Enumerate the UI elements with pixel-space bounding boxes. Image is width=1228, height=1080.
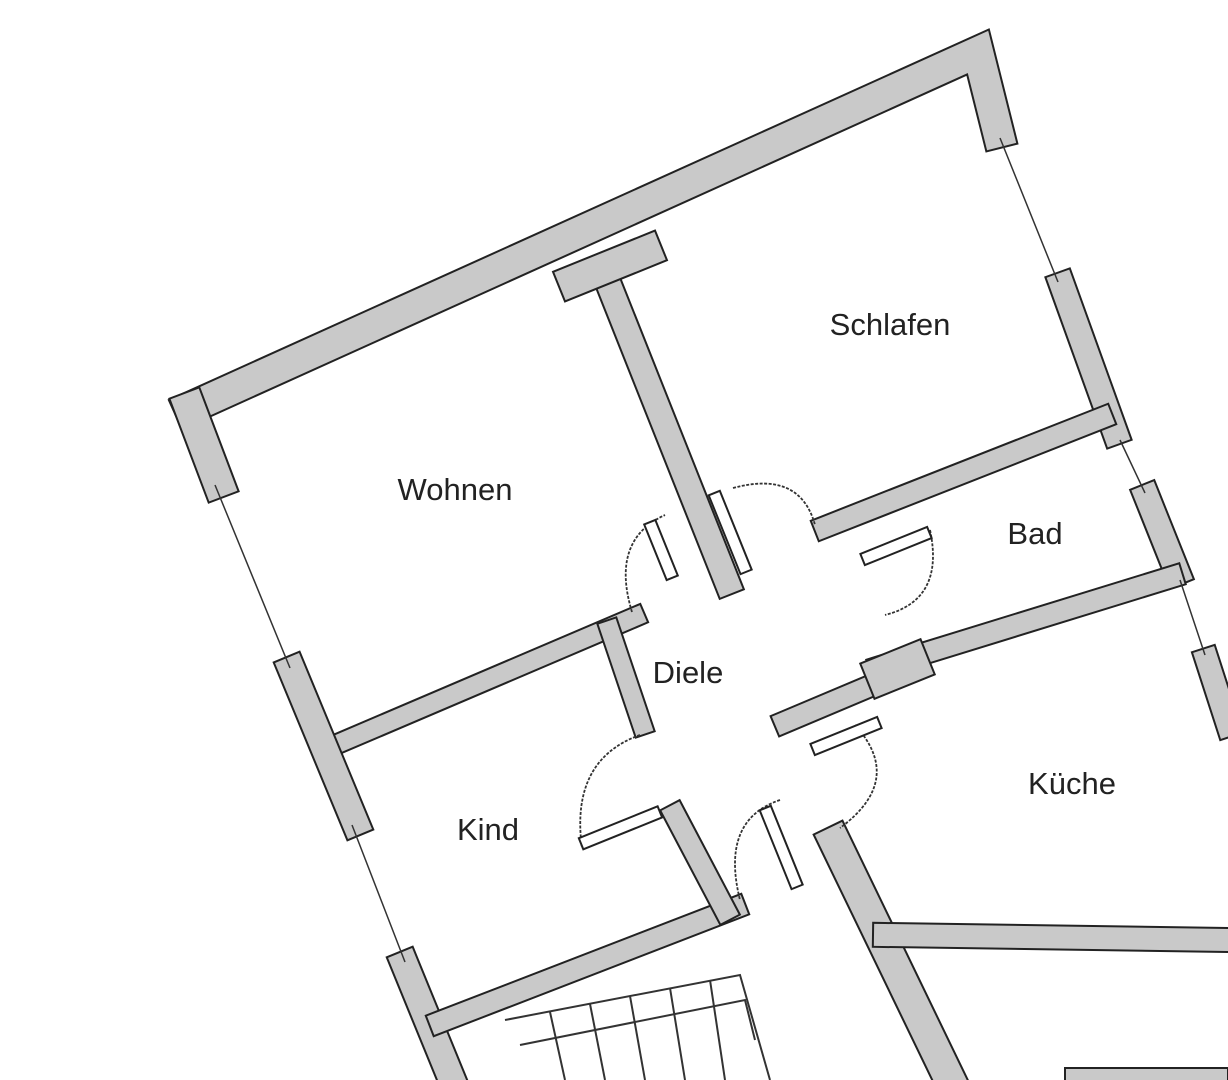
wall bbox=[867, 564, 1185, 680]
label-diele: Diele bbox=[653, 655, 724, 690]
wall bbox=[1193, 646, 1228, 739]
wall bbox=[814, 821, 967, 1080]
door-schlafen bbox=[732, 482, 816, 526]
wall bbox=[598, 618, 654, 737]
windows bbox=[214, 137, 1206, 963]
window-kind bbox=[351, 824, 406, 963]
wall bbox=[873, 923, 1228, 952]
room-labels: Schlafen Wohnen Bad Diele Kind Küche bbox=[398, 307, 1116, 847]
wall bbox=[771, 668, 894, 736]
window-kueche bbox=[1179, 579, 1206, 656]
walls bbox=[167, 28, 1228, 1080]
door-kind bbox=[579, 734, 641, 849]
wall bbox=[170, 30, 1017, 428]
wall bbox=[812, 405, 1115, 540]
door-leaves bbox=[577, 489, 933, 891]
stairs bbox=[504, 973, 1228, 1080]
label-bad: Bad bbox=[1007, 516, 1062, 551]
window-schlafen bbox=[999, 137, 1059, 283]
door-entrance bbox=[734, 799, 781, 901]
wall bbox=[275, 653, 372, 839]
wall bbox=[170, 388, 238, 502]
door-bad bbox=[884, 529, 934, 616]
pillar bbox=[858, 637, 937, 701]
pillar bbox=[551, 229, 669, 303]
wall bbox=[661, 801, 739, 924]
label-schlafen: Schlafen bbox=[830, 307, 951, 342]
wall bbox=[427, 895, 748, 1035]
label-kueche: Küche bbox=[1028, 766, 1116, 801]
wall bbox=[323, 605, 647, 757]
door-kueche bbox=[839, 724, 878, 829]
window-bad bbox=[1119, 439, 1146, 494]
window-wohnen bbox=[214, 484, 291, 669]
wall bbox=[591, 264, 743, 598]
label-kind: Kind bbox=[457, 812, 519, 847]
wall bbox=[1131, 481, 1193, 588]
label-wohnen: Wohnen bbox=[398, 472, 513, 507]
